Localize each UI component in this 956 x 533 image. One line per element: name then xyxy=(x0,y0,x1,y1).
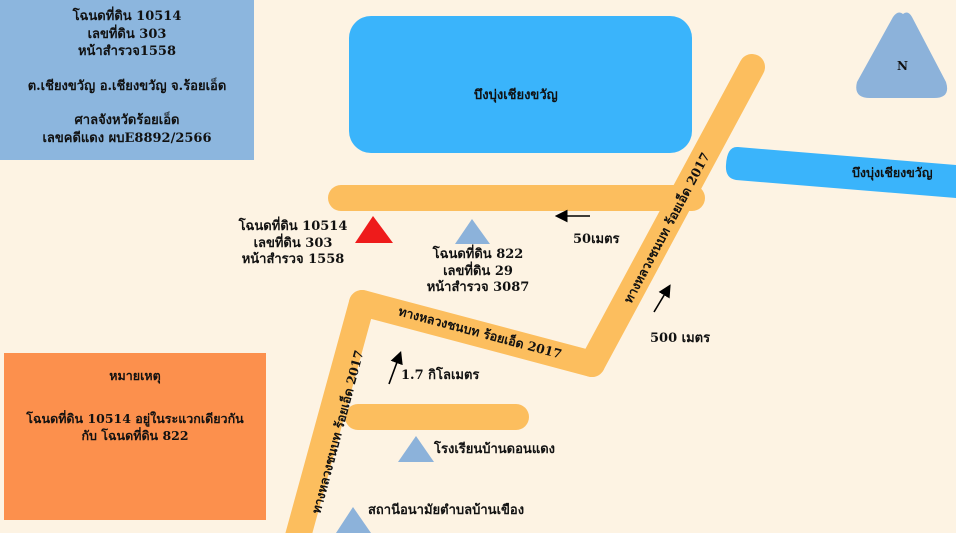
arrow-500m xyxy=(653,284,671,313)
deed-info-line: เลขที่ดิน 303 xyxy=(87,26,167,42)
target-parcel-line: หน้าสำรวจ 1558 xyxy=(241,252,345,267)
school-label: โรงเรียนบ้านดอนแดง xyxy=(434,442,555,457)
deed-info-line: หน้าสำรวจ1558 xyxy=(77,44,177,59)
target-parcel-line: โฉนดที่ดิน 10514 xyxy=(238,219,348,234)
target-parcel-label: โฉนดที่ดิน 10514 เลขที่ดิน 303 หน้าสำรวจ… xyxy=(228,219,358,269)
road-highway-upper xyxy=(579,54,765,377)
note-box: หมายเหตุ โฉนดที่ดิน 10514 อยู่ในระแวกเดี… xyxy=(4,353,266,520)
road-highway-lower xyxy=(285,290,375,533)
target-parcel-marker xyxy=(355,216,393,243)
deed-info-line: เลขคดีแดง ผบE8892/2566 xyxy=(42,130,212,146)
deed-info-line: ต.เชียงขวัญ อ.เชียงขวัญ จ.ร้อยเอ็ด xyxy=(27,78,227,94)
school-marker xyxy=(398,436,434,462)
distance-500m: 500 เมตร xyxy=(650,331,711,346)
neighbor-parcel-marker xyxy=(455,219,490,244)
neighbor-parcel-line: หน้าสำรวจ 3087 xyxy=(426,280,530,295)
deed-info-line: ศาลจังหวัดร้อยเอ็ด xyxy=(74,113,180,128)
distance-1-7km: 1.7 กิโลเมตร xyxy=(401,368,480,383)
target-parcel-line: เลขที่ดิน 303 xyxy=(253,235,333,251)
neighbor-parcel-line: เลขที่ดิน 29 xyxy=(443,263,513,279)
deed-info-line: โฉนดที่ดิน 10514 xyxy=(72,9,182,24)
pond-right-label: บึงบุ่งเชียงขวัญ xyxy=(852,165,933,180)
neighbor-parcel-line: โฉนดที่ดิน 822 xyxy=(432,247,524,262)
health-station-label: สถานีอนามัยตำบลบ้านเขือง xyxy=(368,503,525,518)
note-title: หมายเหตุ xyxy=(109,368,161,383)
compass-label: N xyxy=(897,59,908,73)
arrow-1-7km xyxy=(388,350,403,385)
pond-main xyxy=(349,16,692,153)
neighbor-parcel-label: โฉนดที่ดิน 822 เลขที่ดิน 29 หน้าสำรวจ 30… xyxy=(414,247,542,297)
distance-50m: 50เมตร xyxy=(573,232,620,247)
pond-right xyxy=(725,146,956,198)
note-text: กับ โฉนดที่ดิน 822 xyxy=(81,428,189,443)
compass-icon xyxy=(856,12,948,98)
road-highway-middle xyxy=(349,290,605,377)
pond-main-label: บึงบุ่งเชียงขวัญ xyxy=(474,88,558,103)
deed-info-box: โฉนดที่ดิน 10514 เลขที่ดิน 303 หน้าสำรวจ… xyxy=(0,0,254,160)
note-text: โฉนดที่ดิน 10514 อยู่ในระแวกเดียวกัน xyxy=(26,411,244,426)
health-station-marker xyxy=(336,507,371,533)
